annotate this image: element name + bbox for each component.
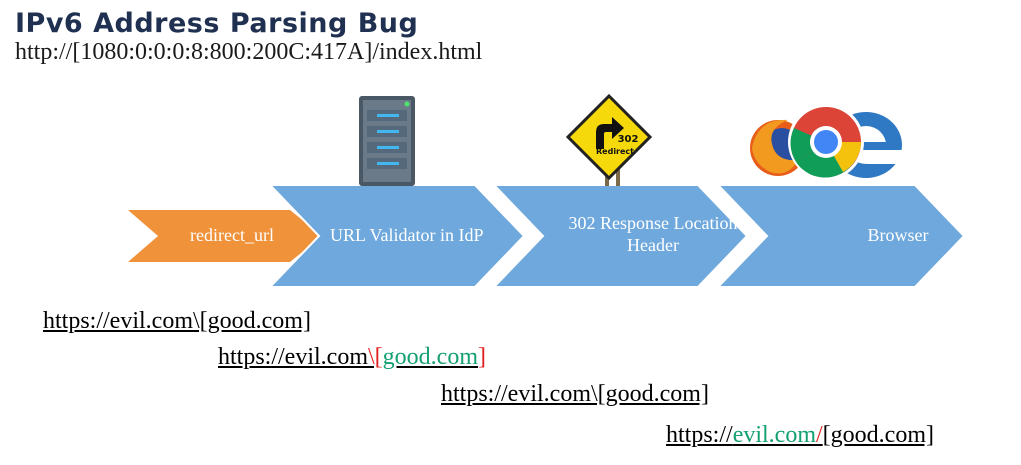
label-browser: Browser [867,225,929,245]
example-url: http://[1080:0:0:0:8:800:200C:417A]/inde… [15,39,483,65]
chevron-browser [715,184,966,288]
url-part-scheme-host: https://evil.com [218,344,368,370]
chrome-logo-icon [788,104,864,180]
label-url-validator: URL Validator in IdP [330,225,484,245]
chevron-redirect-url [128,210,322,262]
flow-diagram [128,184,966,288]
url-line-browser: https://evil.com/[good.com] [666,422,934,449]
page-title: IPv6 Address Parsing Bug [15,8,419,39]
url-part-backslash-bracket: \[ [368,344,383,370]
label-redirect-url: redirect_url [190,225,274,245]
url-part-evil-host: evil.com [732,422,816,448]
url-line-location-header: https://evil.com\[good.com] [441,381,709,407]
url-part-path: [good.com] [822,422,934,448]
sign-code-text: 302 [618,134,639,145]
server-icon [359,96,415,186]
url-part-close-bracket: ] [478,344,486,370]
url-part-good-host: good.com [382,344,478,370]
redirect-302-sign-icon: 302 Redirect [566,94,652,186]
url-line-input: https://evil.com\[good.com] [43,308,311,334]
chevron-url-validator [267,184,526,288]
label-302-response: 302 Response Location Header [568,213,738,255]
url-part-scheme: https:// [666,422,733,448]
url-line-validator: https://evil.com\[good.com] [218,344,486,371]
chevron-302-response [491,184,749,288]
sign-word-text: Redirect [596,147,634,156]
browser-logos-icon [750,104,908,180]
url-part-slash: / [816,422,823,448]
